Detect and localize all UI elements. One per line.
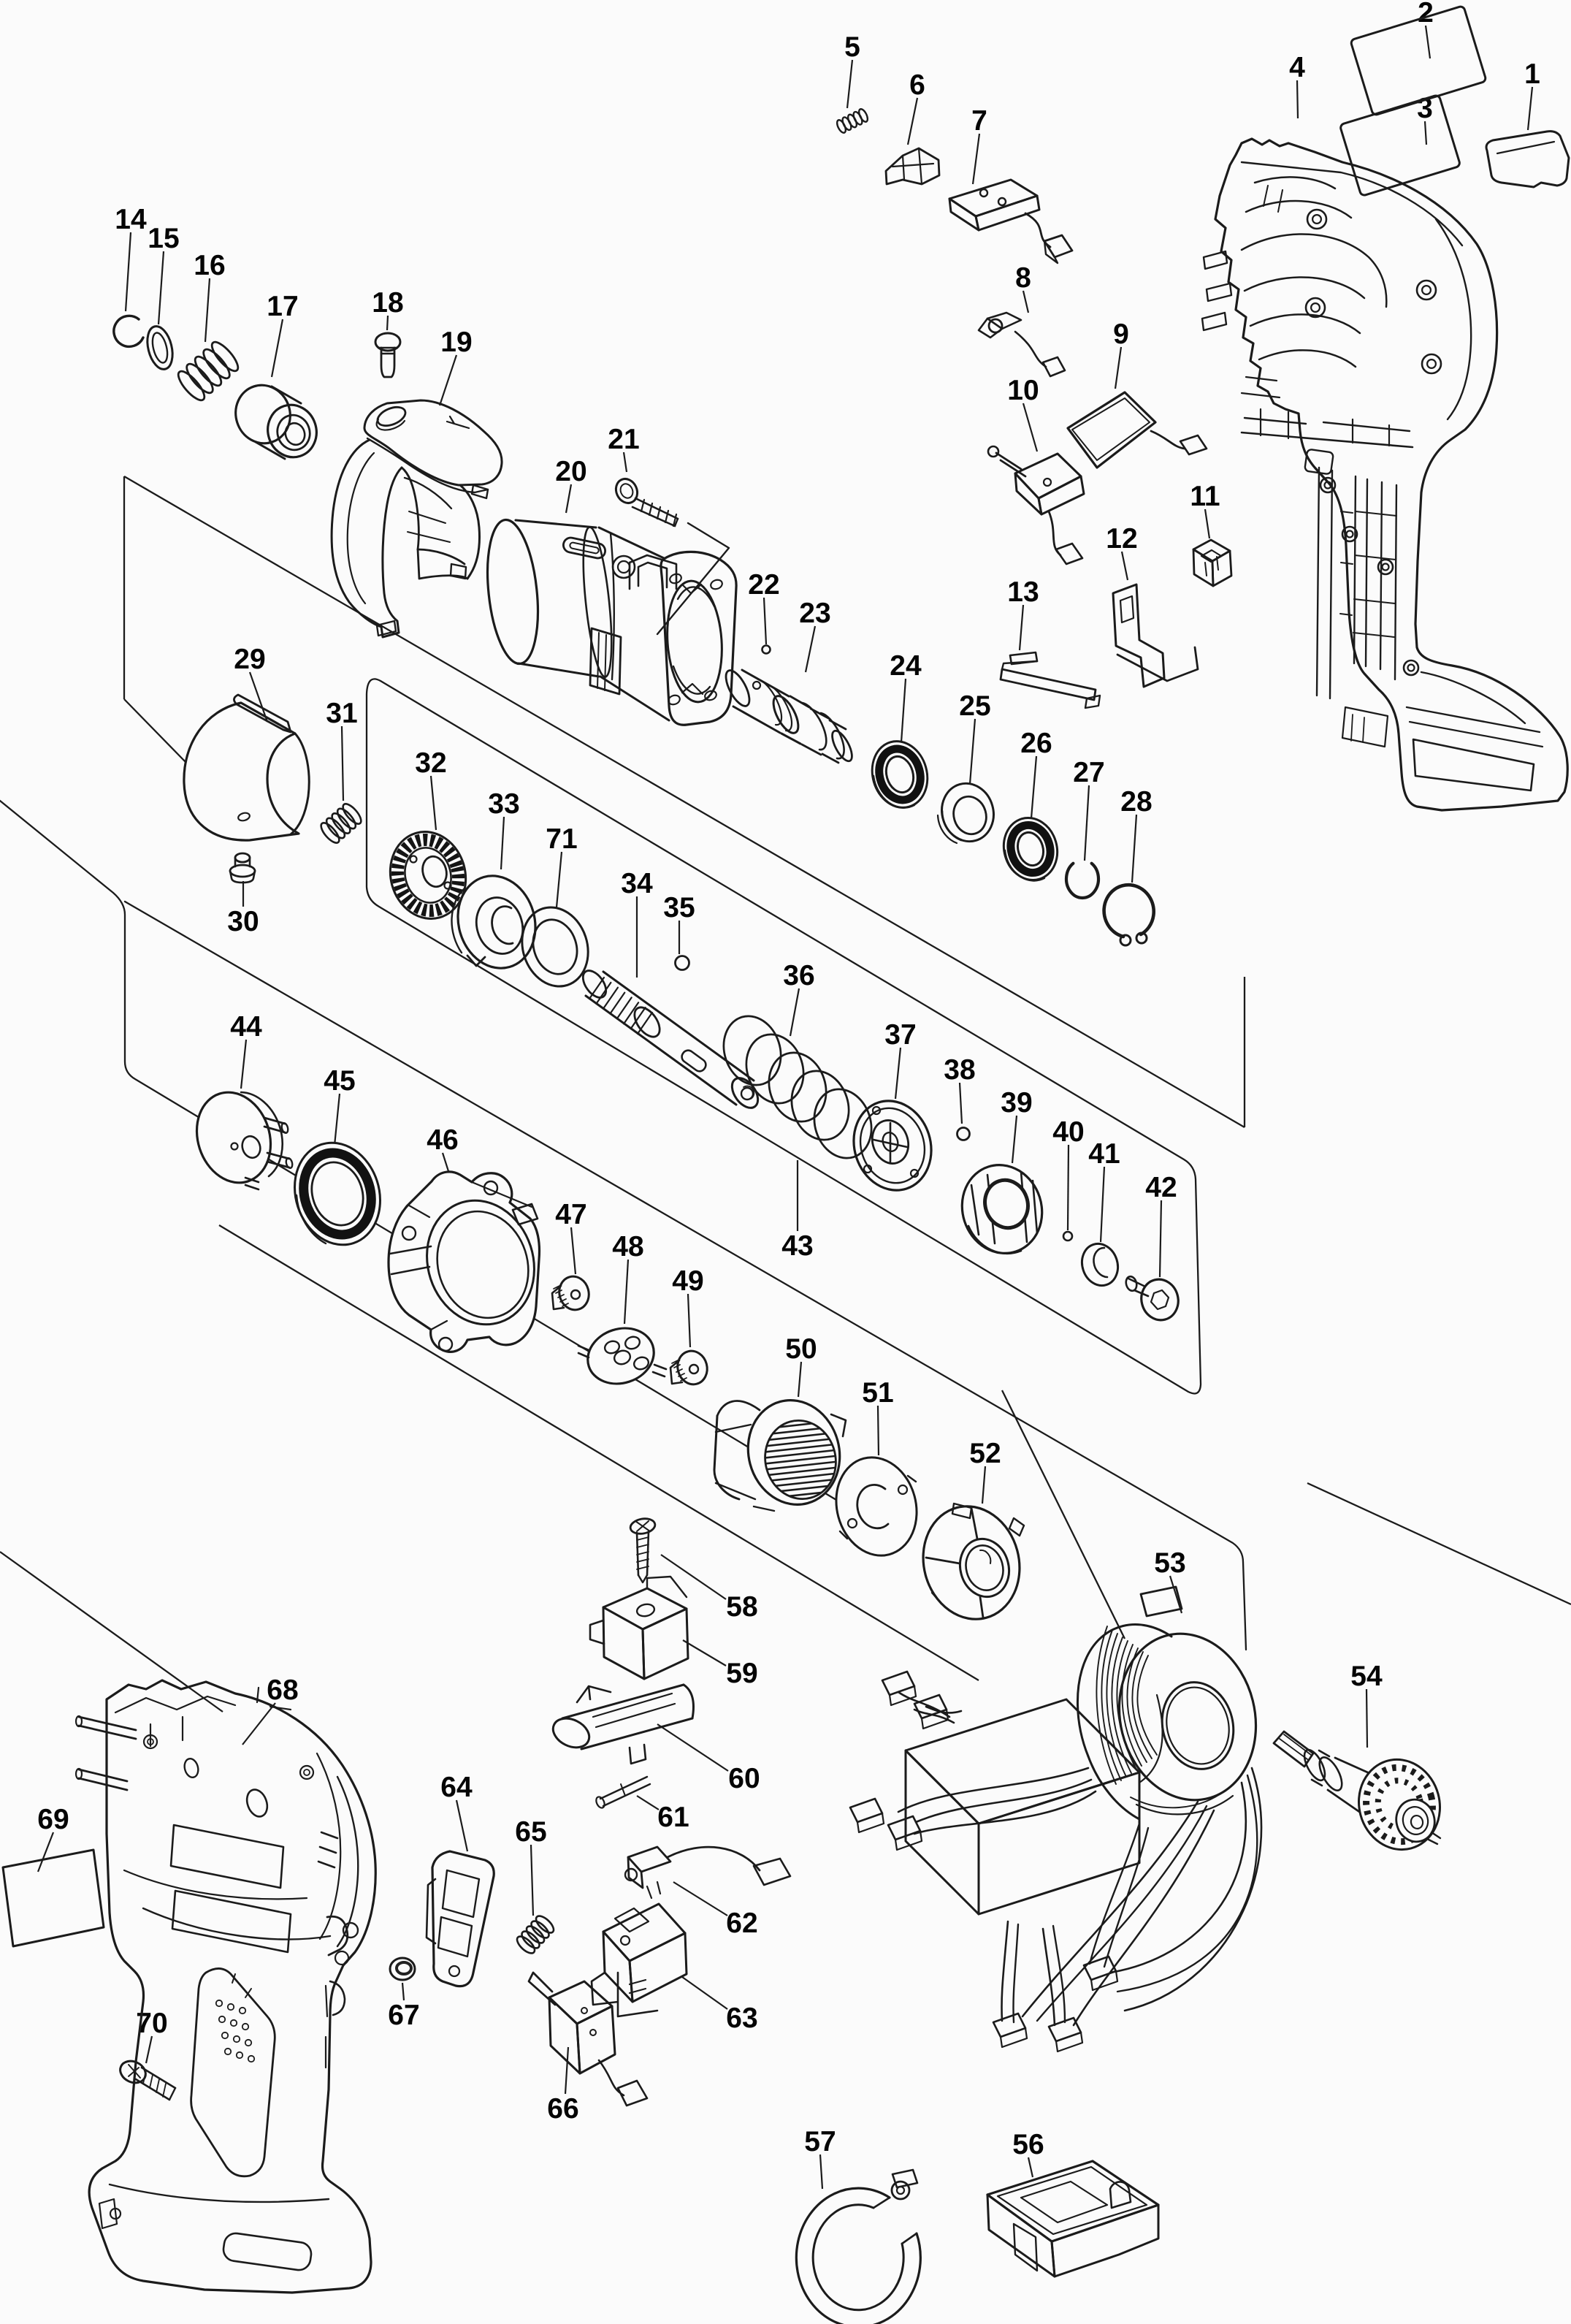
svg-text:14: 14 <box>115 204 147 235</box>
svg-text:54: 54 <box>1350 1661 1383 1692</box>
svg-text:38: 38 <box>944 1054 975 1086</box>
svg-text:24: 24 <box>890 650 922 682</box>
svg-text:22: 22 <box>748 569 779 601</box>
svg-text:41: 41 <box>1088 1138 1120 1170</box>
svg-text:60: 60 <box>728 1763 760 1794</box>
svg-text:45: 45 <box>324 1065 355 1097</box>
svg-text:46: 46 <box>427 1124 458 1156</box>
svg-text:69: 69 <box>37 1804 69 1835</box>
svg-text:58: 58 <box>726 1591 757 1623</box>
svg-text:52: 52 <box>969 1438 1001 1469</box>
svg-text:2: 2 <box>1418 0 1434 28</box>
svg-text:40: 40 <box>1052 1116 1084 1148</box>
svg-text:32: 32 <box>415 747 446 779</box>
svg-text:18: 18 <box>372 287 403 319</box>
svg-text:43: 43 <box>781 1230 813 1262</box>
svg-text:1: 1 <box>1524 58 1540 90</box>
svg-text:31: 31 <box>326 698 357 729</box>
svg-text:26: 26 <box>1020 728 1052 759</box>
svg-text:12: 12 <box>1106 523 1137 555</box>
svg-text:71: 71 <box>546 823 577 855</box>
svg-text:20: 20 <box>555 456 586 487</box>
svg-text:63: 63 <box>726 2003 757 2034</box>
svg-text:9: 9 <box>1113 319 1129 350</box>
svg-text:8: 8 <box>1015 262 1031 294</box>
svg-text:65: 65 <box>515 1816 546 1848</box>
svg-text:59: 59 <box>726 1658 757 1689</box>
svg-text:56: 56 <box>1012 2129 1044 2160</box>
svg-text:61: 61 <box>657 1802 689 1833</box>
svg-text:4: 4 <box>1289 52 1305 83</box>
svg-text:29: 29 <box>234 644 265 675</box>
svg-text:19: 19 <box>440 327 472 358</box>
svg-text:42: 42 <box>1145 1172 1177 1203</box>
svg-text:48: 48 <box>612 1231 643 1262</box>
svg-text:50: 50 <box>785 1333 817 1365</box>
svg-text:33: 33 <box>488 788 519 820</box>
svg-text:17: 17 <box>267 291 298 322</box>
svg-text:11: 11 <box>1190 481 1220 512</box>
svg-text:68: 68 <box>267 1675 298 1706</box>
svg-text:23: 23 <box>799 598 830 629</box>
svg-text:67: 67 <box>388 2000 419 2031</box>
svg-text:49: 49 <box>672 1265 703 1297</box>
svg-text:30: 30 <box>227 906 259 937</box>
svg-text:66: 66 <box>547 2093 578 2125</box>
svg-text:7: 7 <box>971 105 987 137</box>
svg-text:16: 16 <box>194 250 225 281</box>
svg-text:53: 53 <box>1154 1547 1185 1579</box>
svg-text:39: 39 <box>1001 1087 1032 1119</box>
svg-text:36: 36 <box>783 960 814 991</box>
svg-text:62: 62 <box>726 1908 757 1939</box>
svg-text:47: 47 <box>555 1199 586 1230</box>
svg-text:5: 5 <box>844 31 860 63</box>
svg-text:15: 15 <box>148 223 179 254</box>
svg-text:35: 35 <box>663 892 695 923</box>
svg-text:21: 21 <box>608 424 639 455</box>
svg-text:37: 37 <box>884 1019 916 1051</box>
svg-text:34: 34 <box>621 868 653 899</box>
svg-text:57: 57 <box>804 2126 836 2157</box>
svg-text:13: 13 <box>1007 576 1039 608</box>
svg-text:44: 44 <box>230 1011 262 1043</box>
svg-text:25: 25 <box>959 690 990 722</box>
svg-text:51: 51 <box>862 1377 893 1409</box>
svg-text:10: 10 <box>1007 375 1039 406</box>
svg-text:64: 64 <box>440 1772 473 1803</box>
svg-text:6: 6 <box>909 69 925 101</box>
svg-text:27: 27 <box>1073 757 1104 788</box>
svg-text:28: 28 <box>1120 786 1152 818</box>
